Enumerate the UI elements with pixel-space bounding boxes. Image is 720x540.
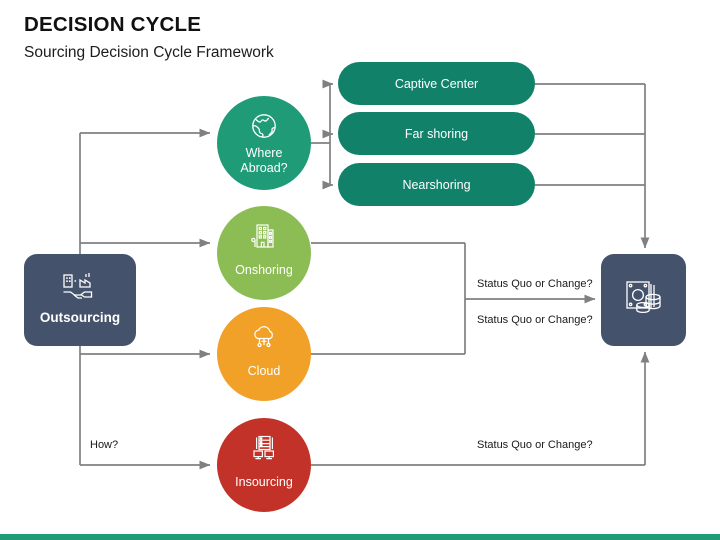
pill-nearshoring-label: Nearshoring	[402, 177, 471, 192]
edge-label-status-quo-3: Status Quo or Change?	[477, 439, 593, 451]
page-subtitle: Sourcing Decision Cycle Framework	[24, 43, 274, 61]
handshake-factory-icon	[24, 270, 136, 302]
pill-nearshoring[interactable]: Nearshoring	[338, 163, 535, 206]
outcome-node[interactable]	[601, 254, 686, 346]
server-workstation-icon	[217, 433, 311, 463]
edge-label-status-quo-1: Status Quo or Change?	[477, 278, 593, 290]
cloud-node[interactable]: Cloud	[217, 307, 311, 401]
insourcing-label: Insourcing	[235, 475, 293, 489]
globe-icon	[217, 111, 311, 141]
office-building-icon	[217, 221, 311, 251]
outsourcing-node[interactable]: Outsourcing	[24, 254, 136, 346]
pill-far-shoring[interactable]: Far shoring	[338, 112, 535, 155]
onshoring-node[interactable]: Onshoring	[217, 206, 311, 300]
outsourcing-label: Outsourcing	[39, 310, 121, 325]
onshoring-label: Onshoring	[235, 263, 293, 277]
pill-captive-center[interactable]: Captive Center	[338, 62, 535, 105]
cloud-label: Cloud	[247, 364, 281, 378]
header-block: DECISION CYCLE Sourcing Decision Cycle F…	[24, 13, 274, 61]
insourcing-node[interactable]: Insourcing	[217, 418, 311, 512]
pill-far-shoring-label: Far shoring	[404, 126, 469, 141]
money-coins-icon	[601, 276, 686, 320]
page-title: DECISION CYCLE	[24, 13, 202, 36]
edge-label-status-quo-2: Status Quo or Change?	[477, 314, 593, 326]
edge-label-how: How?	[90, 439, 119, 451]
pill-captive-center-label: Captive Center	[394, 76, 479, 91]
bottom-accent-bar	[0, 534, 720, 540]
cloud-computing-icon	[217, 322, 311, 352]
